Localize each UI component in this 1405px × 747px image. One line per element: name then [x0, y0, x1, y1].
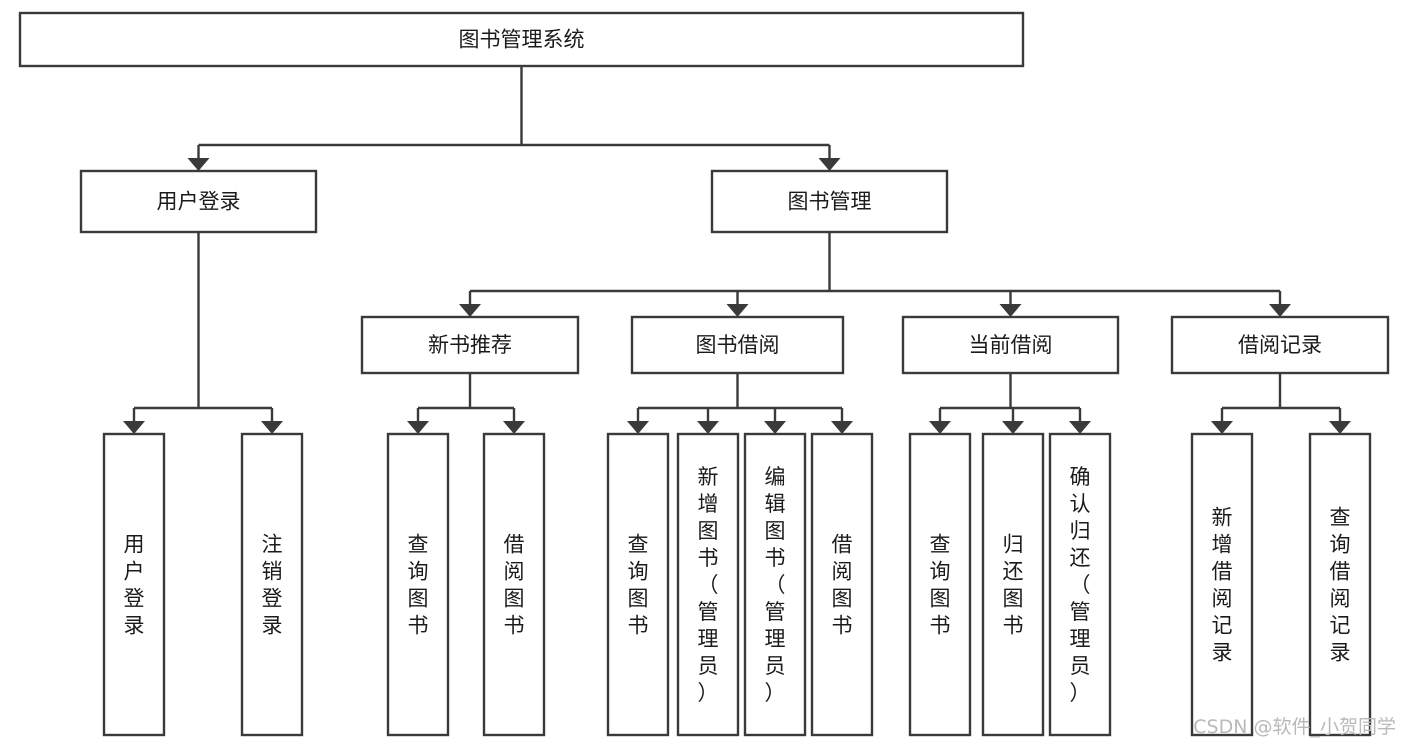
csdn-watermark: CSDN @软件_小贺同学 — [1193, 716, 1396, 738]
node-leaf-edit-book[interactable]: 编辑图书（管理员） — [743, 432, 807, 737]
node-root[interactable]: 图书管理系统 — [18, 11, 1025, 68]
node-label-book-manage: 图书管理 — [788, 190, 872, 214]
node-box-leaf-add-record — [1190, 432, 1254, 737]
connector-group — [123, 232, 283, 434]
node-label-leaf-edit-book: 编辑图书（管理员） — [765, 465, 786, 705]
node-layer: 图书管理系统用户登录图书管理新书推荐图书借阅当前借阅借阅记录用户登录注销登录查询… — [18, 11, 1390, 737]
connector-group — [929, 373, 1091, 434]
node-leaf-add-book[interactable]: 新增图书（管理员） — [676, 432, 740, 737]
node-label-book-borrow: 图书借阅 — [696, 333, 780, 357]
node-box-user-login — [79, 169, 318, 234]
node-label-borrow-record: 借阅记录 — [1238, 333, 1322, 357]
node-box-new-book-rec — [360, 315, 580, 375]
connector-group — [459, 232, 1291, 317]
node-leaf-query-book-2[interactable]: 查询图书 — [606, 432, 670, 737]
node-borrow-record[interactable]: 借阅记录 — [1170, 315, 1390, 375]
node-book-manage[interactable]: 图书管理 — [710, 169, 949, 234]
node-box-leaf-query-book-2 — [606, 432, 670, 737]
node-label-leaf-logout: 注销登录 — [262, 533, 283, 638]
connector-group — [407, 373, 525, 434]
node-box-leaf-query-book-3 — [908, 432, 972, 737]
node-label-leaf-query-record: 查询借阅记录 — [1330, 506, 1351, 665]
node-box-book-borrow — [630, 315, 845, 375]
node-leaf-confirm-return[interactable]: 确认归还（管理员） — [1048, 432, 1112, 737]
node-book-borrow[interactable]: 图书借阅 — [630, 315, 845, 375]
node-leaf-borrow-book-1[interactable]: 借阅图书 — [482, 432, 546, 737]
node-label-leaf-confirm-return: 确认归还（管理员） — [1070, 465, 1091, 705]
node-label-current-borrow: 当前借阅 — [969, 333, 1053, 357]
node-leaf-query-book-1[interactable]: 查询图书 — [386, 432, 450, 737]
node-new-book-rec[interactable]: 新书推荐 — [360, 315, 580, 375]
node-box-leaf-confirm-return — [1048, 432, 1112, 737]
node-label-leaf-query-book-1: 查询图书 — [408, 533, 429, 638]
node-label-leaf-user-login: 用户登录 — [124, 533, 145, 638]
node-box-leaf-borrow-book-1 — [482, 432, 546, 737]
node-user-login[interactable]: 用户登录 — [79, 169, 318, 234]
node-box-borrow-record — [1170, 315, 1390, 375]
node-label-leaf-add-record: 新增借阅记录 — [1212, 506, 1233, 665]
connector-group — [627, 373, 853, 434]
node-leaf-query-record[interactable]: 查询借阅记录 — [1308, 432, 1372, 737]
connector-group — [187, 66, 841, 171]
node-box-leaf-add-book — [676, 432, 740, 737]
node-leaf-borrow-book-2[interactable]: 借阅图书 — [810, 432, 874, 737]
node-box-root — [18, 11, 1025, 68]
node-label-leaf-add-book: 新增图书（管理员） — [698, 465, 719, 705]
node-box-current-borrow — [901, 315, 1120, 375]
connector-group — [1211, 373, 1351, 434]
node-leaf-add-record[interactable]: 新增借阅记录 — [1190, 432, 1254, 737]
node-label-leaf-return-book: 归还图书 — [1003, 533, 1024, 638]
node-box-leaf-return-book — [981, 432, 1045, 737]
node-label-leaf-borrow-book-1: 借阅图书 — [504, 533, 525, 638]
node-box-book-manage — [710, 169, 949, 234]
node-label-root: 图书管理系统 — [459, 28, 585, 52]
node-label-leaf-query-book-2: 查询图书 — [628, 533, 649, 638]
node-box-leaf-query-record — [1308, 432, 1372, 737]
node-current-borrow[interactable]: 当前借阅 — [901, 315, 1120, 375]
node-label-leaf-query-book-3: 查询图书 — [930, 533, 951, 638]
node-box-leaf-query-book-1 — [386, 432, 450, 737]
node-leaf-logout[interactable]: 注销登录 — [240, 432, 304, 737]
node-label-leaf-borrow-book-2: 借阅图书 — [832, 533, 853, 638]
node-leaf-query-book-3[interactable]: 查询图书 — [908, 432, 972, 737]
connector-layer — [123, 66, 1351, 434]
node-box-leaf-logout — [240, 432, 304, 737]
node-box-leaf-borrow-book-2 — [810, 432, 874, 737]
node-label-user-login: 用户登录 — [157, 190, 241, 214]
node-leaf-user-login[interactable]: 用户登录 — [102, 432, 166, 737]
node-box-leaf-edit-book — [743, 432, 807, 737]
node-leaf-return-book[interactable]: 归还图书 — [981, 432, 1045, 737]
node-label-new-book-rec: 新书推荐 — [428, 333, 512, 357]
node-box-leaf-user-login — [102, 432, 166, 737]
